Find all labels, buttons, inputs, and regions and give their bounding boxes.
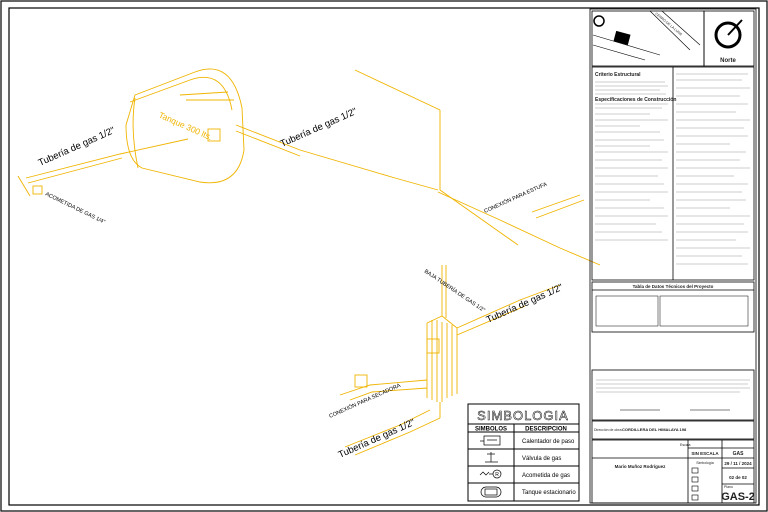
spec-text-lines [595,73,750,411]
street-label: CERRO DE LA LUNA [654,12,683,37]
owner-name: Mario Muñoz Rodríguez [615,464,666,469]
legend: SIMBOLOGIA SIMBOLOS DESCRIPCION R Calent… [467,403,580,502]
water-heater-icon [480,435,501,446]
legend-desc-0: Calentador de paso [522,439,575,445]
address-value: CORDILLERA DEL HIMALAYA 198 [622,427,687,432]
plan-code: GAS-2 [721,491,755,503]
isometric-plan [17,68,601,456]
acometida-meter [32,185,43,195]
gas-connection-icon: R [479,469,502,479]
gas-riser [426,265,458,402]
type-value: GAS [733,451,745,457]
svg-text:R: R [495,472,499,478]
north-arrow-icon [714,19,743,49]
label-tuberia-top: Tubería de gas 1/2" [279,106,359,150]
address-label: Dirección de obra: [594,428,622,432]
legend-desc-3: Tanque estacionario [522,490,576,496]
water-heater [426,338,440,354]
stationary-tank [125,68,245,184]
date-value: 29 / 11 / 2024 [724,461,752,466]
sheet-border [8,7,760,506]
label-acometida: ACOMETIDA DE GAS 1/4" [44,191,106,225]
legend-desc-1: Válvula de gas [522,456,561,462]
criterio-title: Criterio Estructural [595,72,641,78]
sheet-value: 02 de 02 [729,475,747,480]
label-tanque: Tanque 300 lts. [157,110,214,143]
north-label: Norte [720,58,736,64]
gas-valve-icon [485,452,498,463]
title-block [589,8,757,504]
stationary-tank-icon [480,486,502,498]
label-tuberia-right: Tubería de gas 1/2" [485,282,565,326]
spec-title: Especificaciones de Construcción [595,97,676,103]
plano-label: Plano [724,485,733,489]
label-secadora: CONEXIÓN PARA SECADORA [328,382,402,420]
legend-col-desc: DESCRIPCION [525,427,567,433]
location-map [592,10,701,61]
legend-title: SIMBOLOGIA [477,408,569,423]
scale-label: Escala [680,443,691,447]
legend-desc-2: Acometida de gas [522,473,570,479]
label-baja-tuberia: BAJA TUBERÍA DE GAS 1/2" [423,268,487,314]
label-tuberia-bottom: Tubería de gas 1/2" [337,417,417,461]
simbologia-label: Simbología [696,461,714,465]
scale-value: SIN ESCALA [691,451,719,456]
tabla-title: Tabla de Datos Técnicos del Proyecto [633,284,714,289]
legend-col-symbols: SIMBOLOS [475,427,507,433]
title-block-symbols [691,467,699,501]
